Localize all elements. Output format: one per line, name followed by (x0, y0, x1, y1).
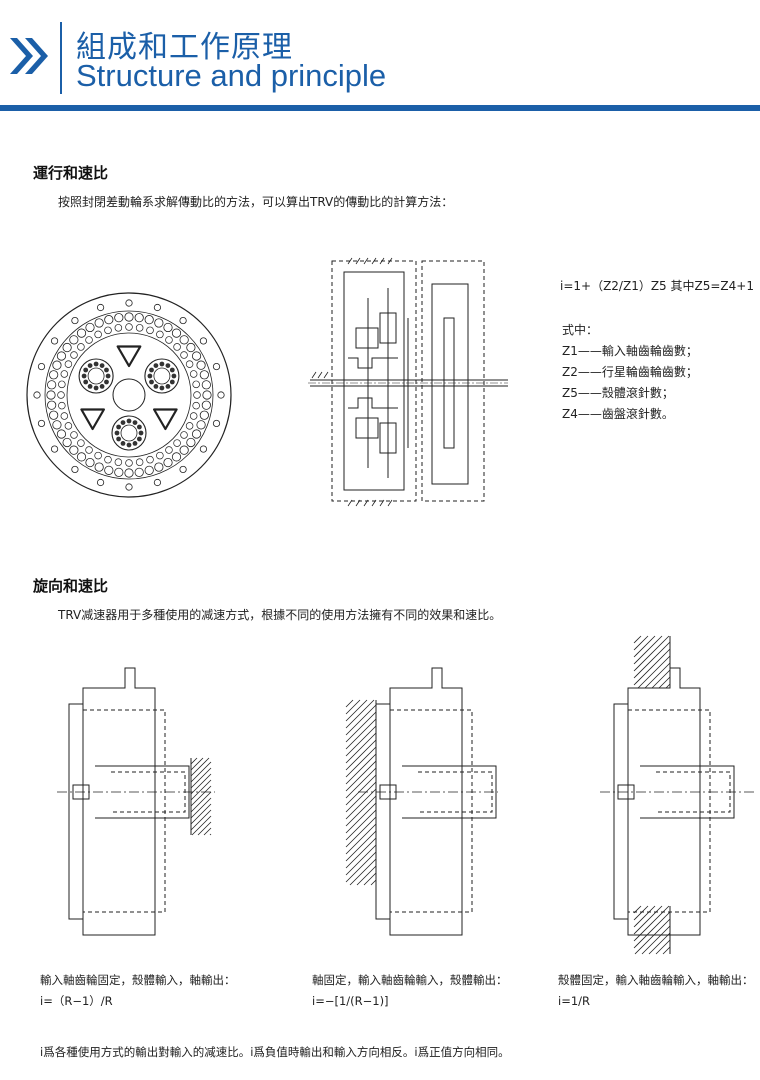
section-title-operation: 運行和速比 (33, 164, 109, 182)
legend-item-z2: Z2——行星輪齒輪齒數； (562, 365, 698, 379)
legend-title: 式中： (562, 323, 599, 337)
section-title-rotation: 旋向和速比 (33, 577, 109, 595)
case-3-formula: i=1/R (558, 994, 591, 1008)
case-1-desc: 輸入軸齒輪固定，殼體輸入，軸輸出： (40, 973, 236, 987)
usage-drawing-shaft-fixed (345, 667, 498, 936)
case-2-desc: 軸固定，輸入軸齒輪輸入，殼體輸出： (312, 973, 508, 987)
ratio-note: i爲各種使用方式的輸出對輸入的减速比。i爲負值時輸出和輸入方向相反。i爲正值方向… (40, 1045, 510, 1059)
case-1-formula: i=（R−1）/R (40, 994, 113, 1008)
ratio-formula: i=1+（Z2/Z1）Z5 其中Z5=Z4+1 (560, 279, 754, 293)
transmission-schematic-figure (308, 257, 508, 507)
page-title-cn: 組成和工作原理 (76, 30, 293, 65)
header-underline (0, 105, 760, 111)
legend-item-z4: Z4——齒盤滾針數。 (562, 407, 674, 421)
usage-drawing-input-fixed (57, 667, 215, 936)
section-intro-operation: 按照封閉差動輪系求解傳動比的方法，可以算出TRV的傳動比的計算方法： (58, 195, 454, 209)
page-header: 組成和工作原理 Structure and principle (0, 0, 760, 112)
legend-item-z5: Z5——殼體滾針數； (562, 386, 674, 400)
page-title-en: Structure and principle (76, 58, 387, 93)
case-3-desc: 殼體固定，輸入軸齒輪輸入，軸輸出： (558, 973, 754, 987)
legend-item-z1: Z1——輸入軸齒輪齒數； (562, 344, 698, 358)
reducer-cross-section-figure (26, 292, 232, 498)
section-intro-rotation: TRV减速器用于多種使用的减速方式，根據不同的使用方法擁有不同的效果和速比。 (58, 608, 502, 622)
case-2-formula: i=−[1/(R−1)] (312, 994, 389, 1008)
double-chevron-icon (10, 38, 48, 74)
usage-drawing-housing-fixed (600, 635, 755, 955)
header-divider (60, 22, 62, 94)
